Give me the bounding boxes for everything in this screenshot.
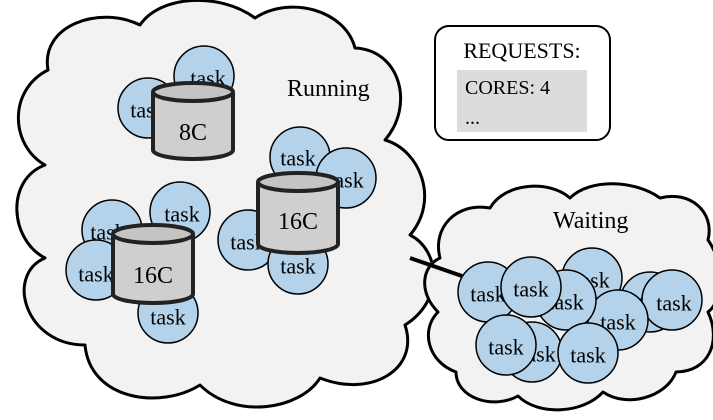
node-group-8c: task task 8C — [117, 45, 235, 161]
svg-text:task: task — [280, 254, 315, 279]
waiting-tasks: task task task task task task task task … — [457, 247, 703, 384]
waiting-label: Waiting — [553, 208, 628, 234]
svg-text:task: task — [513, 277, 548, 302]
running-cloud: Running — [15, 0, 436, 409]
svg-text:task: task — [280, 146, 315, 171]
node-group-16c-left: task task task task 16C — [65, 181, 211, 344]
svg-text:task: task — [570, 343, 605, 368]
svg-text:task: task — [488, 335, 523, 360]
requests-cores-line: CORES: 4 — [465, 77, 550, 99]
svg-text:task: task — [164, 202, 199, 227]
requests-title: REQUESTS: — [463, 38, 580, 63]
task-bubble: task — [500, 256, 562, 318]
waiting-cloud: Waiting — [424, 183, 713, 410]
running-label: Running — [287, 76, 370, 102]
svg-text:task: task — [150, 305, 185, 330]
node-8c-cylinder: 8C — [151, 81, 235, 161]
node-16c-right-label: 16C — [278, 209, 318, 235]
requests-content-panel — [457, 70, 587, 132]
node-8c-label: 8C — [179, 120, 207, 146]
task-bubble: task — [557, 322, 619, 384]
task-bubble: task — [475, 314, 537, 376]
requests-box: REQUESTS: CORES: 4 ... — [434, 25, 611, 141]
svg-text:task: task — [656, 291, 691, 316]
requests-ellipsis-line: ... — [465, 107, 480, 129]
node-16c-left-label: 16C — [133, 263, 173, 289]
node-group-16c-right: task task task task 16C — [217, 126, 377, 295]
svg-text:task: task — [470, 282, 505, 307]
svg-text:task: task — [78, 262, 113, 287]
node-16c-left-cylinder: 16C — [111, 223, 195, 305]
connector-line — [409, 256, 463, 278]
node-16c-right-cylinder: 16C — [256, 171, 340, 255]
task-bubble: task — [641, 269, 703, 331]
